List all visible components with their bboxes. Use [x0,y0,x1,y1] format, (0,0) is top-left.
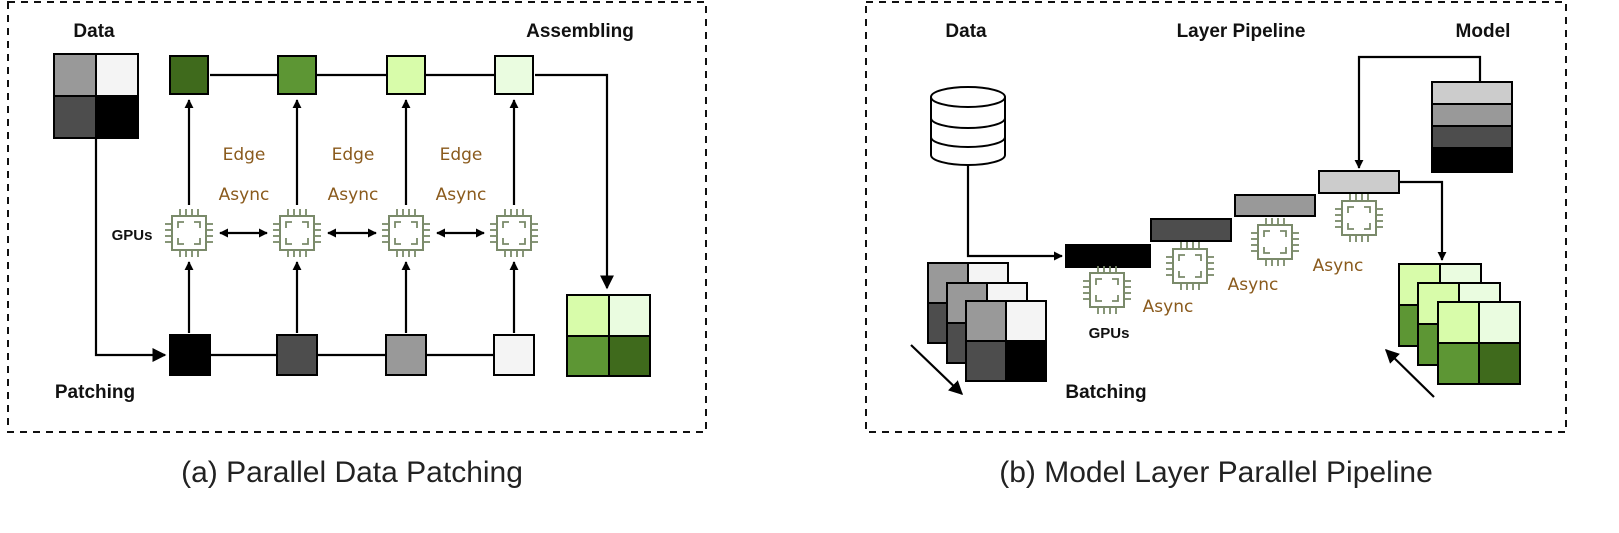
gpu-chip-icon [381,208,431,258]
data-flow-arrow [966,165,1063,261]
pipeline-to-output-arrow [1399,180,1447,261]
batch-patch [965,340,1007,382]
assembled-patch [608,335,651,377]
panel-a-gpus-label: GPUs [112,227,153,244]
data-patch [385,334,427,376]
batch-patch [965,300,1007,342]
model-layer-block [1431,147,1513,173]
async-label: Async [1143,297,1194,317]
model-layer-bar [1065,244,1151,268]
panel-b-caption: (b) Model Layer Parallel Pipeline [999,456,1433,489]
gpu-chip-icon [1165,241,1215,291]
panel-a-caption: (a) Parallel Data Patching [181,456,523,489]
patching-arrow [94,138,167,362]
batch-patch [1478,342,1521,385]
gpu-chip-icon [1334,193,1384,243]
batching-label: Batching [1065,382,1146,403]
async-label: Async [1228,275,1279,295]
database-icon [930,86,1006,166]
panel-a-patching-label: Patching [55,382,135,403]
data-patch [169,334,211,376]
gpu-chip-icon [1250,217,1300,267]
output-batching-arrow [1384,349,1435,398]
layer-pipeline-label: Layer Pipeline [1177,21,1306,42]
data-patch [493,334,535,376]
panel-a-data-label: Data [73,21,115,42]
panel-b-data-label: Data [945,21,987,42]
patch-row [169,334,535,376]
model-to-pipeline-arrow [1354,55,1482,169]
batch-patch [1437,342,1480,385]
async-label: Async [1313,256,1364,276]
panel-b: Data Layer Pipeline Model Batching GPUs [865,1,1567,489]
edge-label: Edge [223,145,266,165]
model-layer-bar [1150,218,1232,242]
async-label: Async [219,185,270,205]
batch-patch [1005,300,1047,342]
model-label: Model [1456,21,1511,42]
async-label: Async [328,185,379,205]
assembling-arrow [535,73,614,290]
assembled-patch [566,335,610,377]
edge-label: Edge [440,145,483,165]
layer-bars [1065,170,1400,268]
input-patch [95,95,139,139]
input-data-grid [53,53,139,139]
panel-b-gpus-label: GPUs [1089,325,1130,342]
output-patch [494,55,534,95]
input-patch [53,53,97,97]
edge-label: Edge [332,145,375,165]
model-stack [1431,81,1513,173]
output-row [169,55,534,95]
model-layer-bar [1234,194,1316,217]
input-patch [95,53,139,97]
model-layer-bar [1318,170,1400,194]
gpu-chip-icon [164,208,214,258]
gpu-chip-icon [1082,265,1132,315]
input-batch-stack [927,262,1047,382]
output-patch [277,55,317,95]
async-label: Async [436,185,487,205]
output-patch [386,55,426,95]
panel-b-frame [865,1,1567,433]
panel-a-frame [7,1,707,433]
assembled-patch [608,294,651,337]
batch-patch [1005,340,1047,382]
gpu-chip-icon [272,208,322,258]
batch-patch [1478,301,1521,344]
model-layer-block [1431,125,1513,149]
model-layer-block [1431,81,1513,105]
data-patch [276,334,318,376]
patch-to-gpu-arrows [184,261,519,333]
assembled-patch [566,294,610,337]
model-layer-block [1431,103,1513,127]
batch-patch [1437,301,1480,344]
gpu-chip-icon [489,208,539,258]
output-patch [169,55,209,95]
panel-a: Data Assembling Patching GPUs [7,1,707,489]
assembled-output-grid [566,294,651,377]
panel-a-assembling-label: Assembling [526,21,634,42]
input-patch [53,95,97,139]
batching-arrow [910,344,964,395]
output-batch-stack [1398,263,1521,385]
gpu-to-output-arrows [184,99,519,205]
